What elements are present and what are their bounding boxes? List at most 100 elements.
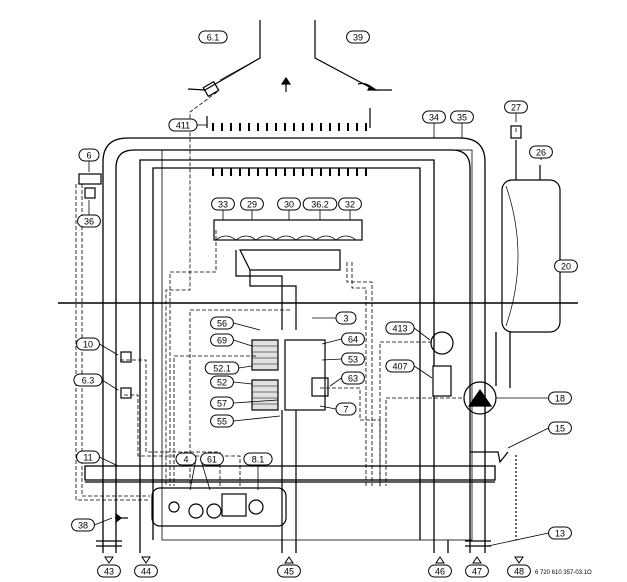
callout-number: 34 — [429, 113, 439, 123]
flow-direction-arrow — [284, 556, 294, 564]
callout-bubble — [277, 564, 301, 578]
callout-bubble — [385, 321, 415, 335]
callout-bubble — [465, 564, 489, 578]
callout-bubble — [77, 214, 101, 228]
callout-bubble — [210, 333, 234, 347]
callout-number: 18 — [555, 394, 565, 404]
callout-bubble — [277, 197, 301, 211]
callout-number: 30 — [284, 200, 294, 210]
callout-bubble — [507, 564, 531, 578]
callout-number: 10 — [83, 340, 93, 350]
callout-number: 52 — [217, 378, 227, 388]
gas-valve — [251, 339, 329, 540]
callout-number: 36 — [84, 217, 94, 227]
appliance-casing — [161, 149, 473, 541]
flow-direction-arrow — [472, 556, 482, 564]
callout-bubble — [341, 371, 365, 385]
callout-bubble — [346, 30, 370, 44]
callout-bubble — [210, 396, 234, 410]
callout-bubble — [548, 526, 572, 540]
callout-bubble — [204, 361, 240, 375]
callout-leader — [238, 365, 253, 369]
callout-number: 35 — [457, 113, 467, 123]
callout-number: 48 — [514, 567, 524, 577]
callout-number: 29 — [247, 200, 257, 210]
bottom-manifold — [84, 465, 496, 483]
callout-bubble — [529, 145, 553, 159]
callout-leader — [233, 415, 281, 422]
flow-direction-arrow — [141, 556, 151, 564]
callout-leader — [99, 456, 119, 467]
flue-hood — [187, 20, 392, 128]
callout-leader — [233, 399, 279, 404]
callout-bubble — [341, 332, 365, 346]
callout-number: 43 — [104, 567, 114, 577]
callout-number: 61 — [207, 455, 217, 465]
callout-leader — [233, 322, 261, 331]
electrical-wiring — [75, 91, 517, 501]
callout-bubble — [210, 414, 234, 428]
callout-bubble — [198, 30, 228, 44]
flow-meter — [430, 331, 454, 397]
temperature-sensors — [78, 80, 220, 524]
callout-number: 20 — [561, 262, 571, 272]
callout-number: 407 — [392, 362, 407, 372]
callout-number: 8.1 — [252, 455, 265, 465]
callout-leader — [233, 339, 253, 347]
callout-leader — [329, 377, 342, 387]
callout-number: 11 — [83, 453, 92, 463]
callout-number: 4 — [183, 455, 188, 465]
callout-bubble — [422, 110, 446, 124]
callout-number: 52.1 — [213, 364, 231, 374]
callout-leader — [413, 365, 433, 379]
callout-bubble — [76, 450, 100, 464]
callout-number: 63 — [348, 374, 358, 384]
callout-number: 3 — [343, 314, 348, 324]
burner — [213, 219, 363, 330]
callout-bubble — [385, 359, 415, 373]
heat-exchanger-fins — [212, 123, 367, 176]
callout-number: 32 — [345, 200, 355, 210]
callout-number: 6.1 — [207, 33, 220, 43]
callout-number: 38 — [78, 521, 88, 531]
callout-bubble — [548, 421, 572, 435]
callout-number: 44 — [141, 567, 151, 577]
callout-number: 7 — [343, 405, 348, 415]
callout-number: 33 — [218, 200, 228, 210]
callout-number: 411 — [176, 121, 190, 131]
callout-number: 56 — [217, 319, 227, 329]
callout-leader — [413, 327, 431, 341]
callout-bubble — [240, 197, 264, 211]
control-panel — [151, 487, 287, 527]
callout-leader — [99, 343, 119, 356]
callout-number: 413 — [392, 324, 407, 334]
callout-leader — [233, 381, 253, 385]
callout-bubble — [78, 148, 100, 162]
callout-number: 13 — [555, 529, 565, 539]
callout-bubble — [548, 391, 572, 405]
callout-leader — [321, 358, 342, 361]
callout-leader — [321, 338, 342, 345]
callout-number: 64 — [348, 335, 358, 345]
callout-number: 57 — [217, 399, 227, 409]
callout-bubble — [134, 564, 158, 578]
callout-leader — [101, 379, 119, 391]
callout-number: 36.2 — [311, 200, 329, 210]
callout-bubble — [210, 316, 234, 330]
callout-bubble — [76, 337, 100, 351]
callout-bubble — [97, 564, 121, 578]
callout-leader — [507, 427, 549, 449]
callout-bubble — [554, 259, 578, 273]
flow-direction-arrow — [514, 556, 524, 564]
callout-bubble — [335, 402, 357, 416]
callout-bubble — [428, 564, 452, 578]
callout-bubble — [450, 110, 474, 124]
callout-leader — [487, 532, 549, 547]
callout-number: 6.3 — [82, 376, 95, 386]
callout-bubble — [73, 373, 103, 387]
callout-bubble — [210, 375, 234, 389]
callout-number: 47 — [472, 567, 482, 577]
callout-bubble — [341, 352, 365, 366]
